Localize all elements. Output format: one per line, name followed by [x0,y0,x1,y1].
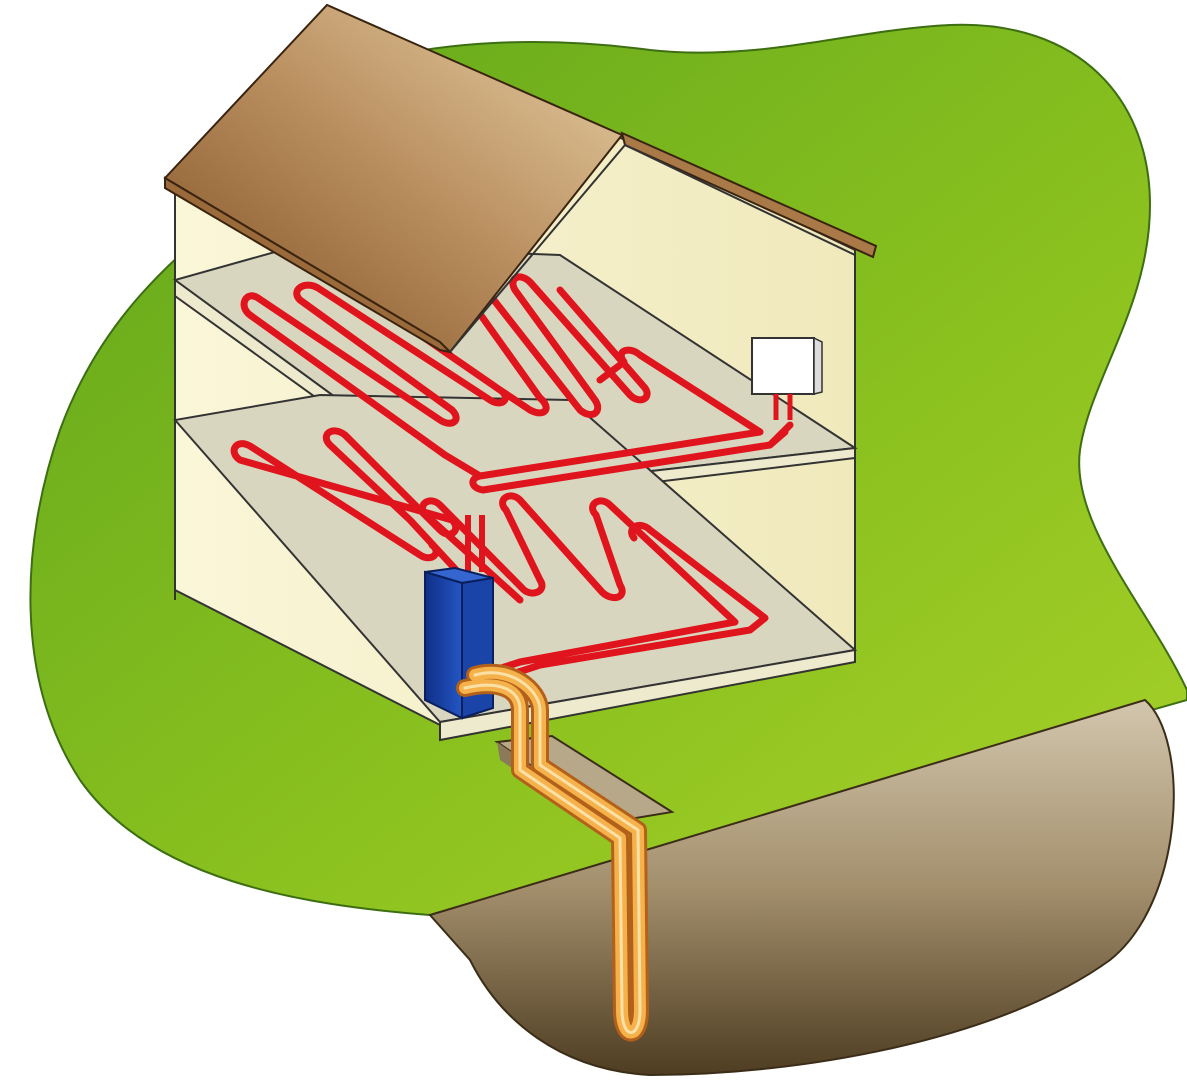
ground-loop-pipe [456,663,649,1042]
ground-floor-heating-pipe [230,427,769,682]
radiator [751,337,815,395]
gable-edge [449,143,856,353]
heat-pump-front [424,570,463,720]
roof-right-edge [620,131,878,259]
heat-pump-side [461,576,494,720]
roof-edge-front [164,176,454,354]
upper-floor-heating-pipe [240,273,794,494]
radiator-side [813,336,823,395]
